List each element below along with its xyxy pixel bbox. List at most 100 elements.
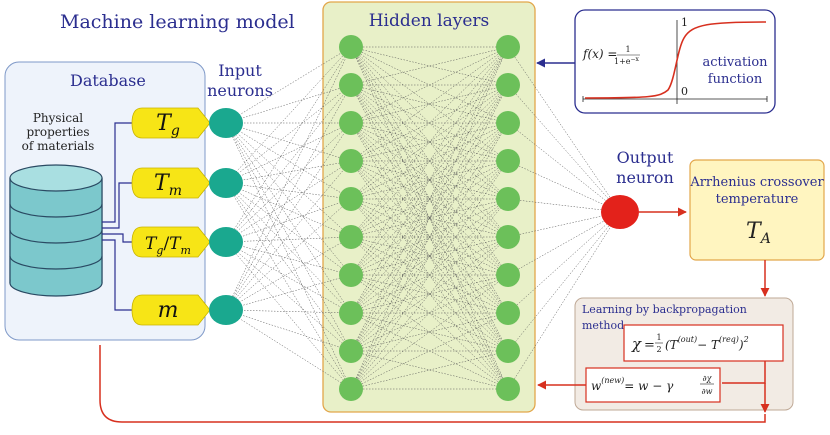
connection [350, 312, 509, 390]
activation-panel [574, 9, 776, 114]
database-description: Physical properties of materials [22, 111, 95, 153]
connection [225, 160, 352, 184]
hidden-layers-panel [322, 1, 536, 413]
svg-text:Input: Input [218, 61, 262, 80]
hidden-neuron [339, 111, 363, 135]
connection [225, 122, 352, 311]
connection [225, 84, 352, 311]
diagram-title: Machine learning model [60, 11, 295, 33]
svg-text:of materials: of materials [22, 139, 95, 153]
network-neurons [209, 35, 639, 401]
hidden-neuron [496, 187, 520, 211]
connection [507, 211, 621, 390]
hidden-neuron [339, 187, 363, 211]
svg-text:neurons: neurons [207, 81, 273, 100]
connection [350, 198, 509, 390]
svg-text:1: 1 [656, 333, 661, 342]
svg-text:=: = [644, 338, 655, 353]
activation-formula: f(x) = 1 1+e−x [582, 45, 640, 66]
output-neuron-label: Output neuron [616, 148, 674, 187]
connection [225, 182, 352, 200]
svg-text:2: 2 [656, 345, 661, 354]
hidden-neuron [339, 377, 363, 401]
connection [507, 46, 621, 213]
svg-text:activation: activation [702, 55, 768, 70]
svg-text:∂χ: ∂χ [703, 374, 713, 383]
activation-origin: 0 [681, 85, 688, 98]
connection [350, 46, 509, 124]
connection [225, 160, 352, 311]
connection [225, 241, 352, 390]
connection [507, 160, 621, 213]
connection [225, 122, 352, 162]
svg-text:temperature: temperature [716, 192, 799, 207]
connection [225, 84, 352, 124]
connection [350, 160, 509, 390]
svg-text:Physical: Physical [33, 111, 83, 125]
svg-text:m: m [158, 298, 179, 323]
sigmoid-curve [584, 21, 767, 99]
database-icon [9, 164, 103, 297]
connection [350, 274, 509, 390]
connection [225, 46, 352, 124]
svg-text:Arrhenius crossover: Arrhenius crossover [689, 175, 824, 190]
activation-label: activation function [702, 55, 768, 87]
svg-text:(T(out)− T(req))2: (T(out)− T(req))2 [665, 335, 749, 352]
connection [225, 198, 352, 243]
svg-text:Output: Output [617, 148, 674, 167]
connection [225, 122, 352, 238]
connection [350, 236, 509, 390]
connection [225, 122, 352, 314]
hidden-neuron [496, 73, 520, 97]
connection [225, 122, 352, 390]
svg-text:w(new)= w − γ: w(new)= w − γ [591, 376, 674, 393]
input-neuron [209, 108, 243, 138]
svg-text:Learning by backpropagation: Learning by backpropagation [582, 303, 747, 316]
connection [350, 46, 509, 238]
connection [350, 46, 509, 162]
hidden-neuron [339, 73, 363, 97]
svg-text:1: 1 [625, 45, 630, 54]
connection [225, 122, 352, 184]
connection [225, 274, 352, 311]
backprop-label: Learning by backpropagation method [582, 303, 747, 332]
input-neuron [209, 295, 243, 325]
svg-text:function: function [708, 72, 763, 87]
hidden-neuron [496, 111, 520, 135]
feature-tag: Tg/Tm [131, 226, 211, 258]
update-formula: w(new)= w − γ ∂χ ∂w [591, 374, 714, 396]
connection [225, 198, 352, 311]
connection [350, 46, 509, 352]
connection [225, 46, 352, 184]
feature-tag: Tm [131, 167, 211, 199]
connection [225, 241, 352, 276]
hidden-neuron [496, 263, 520, 287]
connection [225, 46, 352, 311]
connection [507, 211, 621, 238]
hidden-neuron [496, 35, 520, 59]
loss-formula-box [623, 324, 784, 362]
input-neuron [209, 168, 243, 198]
network-connections [225, 46, 621, 390]
connection [225, 182, 352, 276]
connection [350, 46, 509, 276]
activation-y-tick: 1 [681, 16, 688, 29]
hidden-neuron [339, 35, 363, 59]
feature-tag: m [131, 294, 211, 326]
svg-text:method: method [582, 319, 624, 332]
connection [507, 84, 621, 213]
hidden-neuron [339, 263, 363, 287]
connection [350, 46, 509, 200]
connection [225, 236, 352, 311]
connection [507, 211, 621, 314]
connection [225, 241, 352, 352]
svg-text:1+e−x: 1+e−x [614, 56, 640, 66]
database-label: Database [70, 71, 146, 90]
connection [225, 160, 352, 243]
svg-text:f(x) =: f(x) = [582, 47, 617, 61]
connection [350, 84, 509, 352]
svg-text:Tm: Tm [154, 171, 182, 199]
input-neuron [209, 227, 243, 257]
connection [350, 84, 509, 390]
svg-text:neuron: neuron [616, 168, 674, 187]
